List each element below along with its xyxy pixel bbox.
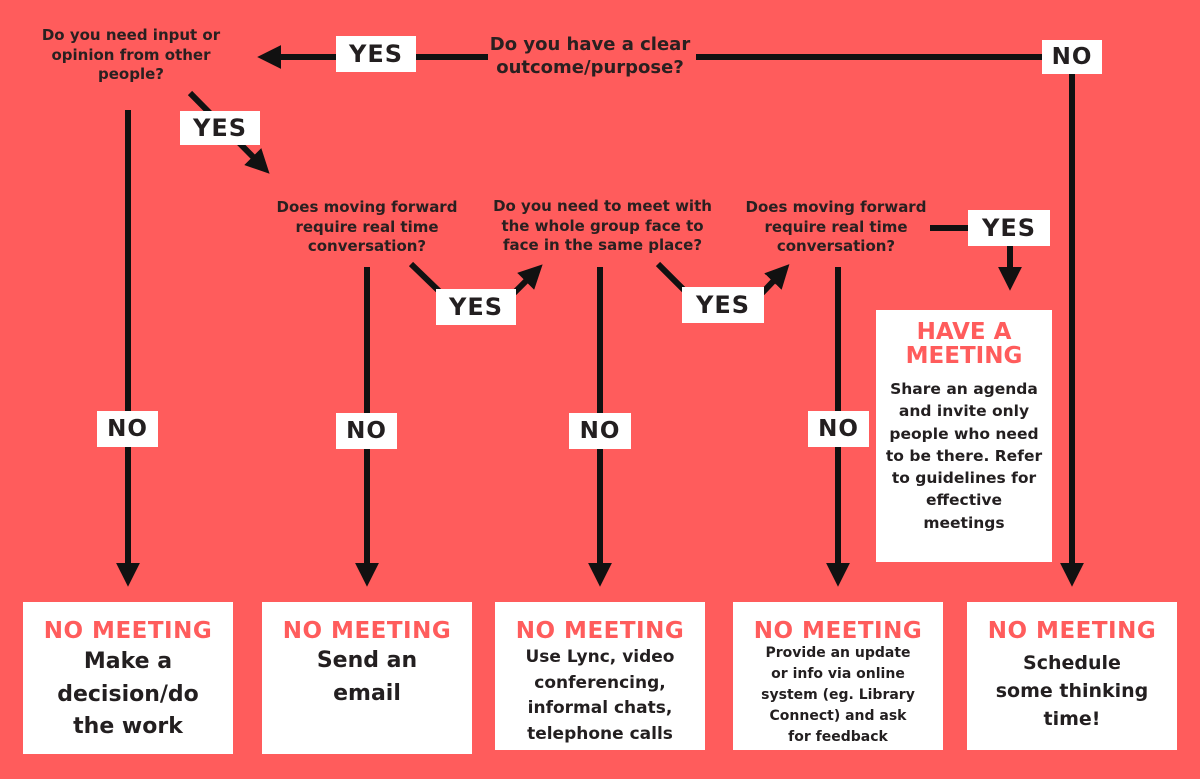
yes-tag-q2: YES bbox=[180, 111, 260, 145]
question-line: require real time bbox=[295, 217, 439, 236]
outcome-send-email: NO MEETING Send an email bbox=[262, 602, 472, 754]
outcome-body: Schedule some thinking time! bbox=[967, 649, 1177, 733]
question-line: the whole group face to bbox=[501, 216, 704, 235]
yes-tag-q1: YES bbox=[336, 36, 416, 72]
no-tag-q4: NO bbox=[569, 413, 631, 449]
yes-tag-q4: YES bbox=[682, 287, 764, 323]
body-line: meetings bbox=[923, 513, 1005, 532]
body-line: effective bbox=[925, 491, 1003, 510]
body-line: people who need bbox=[889, 424, 1039, 443]
outcome-heading: NO MEETING bbox=[282, 618, 452, 644]
have-meeting-body: Share an agenda and invite only people w… bbox=[876, 378, 1052, 534]
question-face-to-face: Do you need to meet with the whole group… bbox=[485, 197, 720, 256]
outcome-schedule-thinking: NO MEETING Schedule some thinking time! bbox=[967, 602, 1177, 750]
no-tag-q5: NO bbox=[808, 411, 869, 447]
question-line: Do you need input or bbox=[41, 26, 221, 44]
outcome-line: Use Lync, video bbox=[525, 647, 675, 667]
outcome-line: conferencing, bbox=[534, 672, 666, 693]
question-line: Do you have a clear bbox=[489, 34, 691, 55]
outcome-heading: NO MEETING bbox=[753, 618, 923, 644]
no-tag-q3: NO bbox=[336, 413, 397, 449]
outcome-body: Use Lync, video conferencing, informal c… bbox=[495, 645, 705, 747]
yes-tag-q5: YES bbox=[968, 210, 1050, 246]
outcome-line: Schedule bbox=[1023, 652, 1121, 674]
no-tag-q1: NO bbox=[1042, 40, 1102, 74]
question-real-time-1: Does moving forward require real time co… bbox=[262, 198, 472, 257]
outcome-body: Send an email bbox=[262, 644, 472, 710]
question-line: people? bbox=[98, 65, 164, 83]
outcome-line: informal chats, bbox=[527, 698, 673, 718]
yes-tag-q3: YES bbox=[436, 289, 516, 325]
outcome-heading: NO MEETING bbox=[43, 618, 213, 644]
question-line: conversation? bbox=[307, 237, 427, 255]
outcome-line: system (eg. Library bbox=[761, 687, 915, 703]
outcome-line: some thinking bbox=[995, 680, 1149, 702]
outcome-line: telephone calls bbox=[527, 723, 673, 744]
outcome-line: time! bbox=[1043, 708, 1101, 730]
body-line: and invite only bbox=[898, 402, 1030, 421]
outcome-line: the work bbox=[73, 714, 183, 739]
heading-line: HAVE A bbox=[916, 319, 1012, 345]
outcome-line: or info via online bbox=[771, 666, 905, 682]
question-line: face in the same place? bbox=[502, 236, 703, 254]
outcome-line: email bbox=[333, 681, 401, 706]
heading-line: MEETING bbox=[905, 343, 1023, 369]
question-line: opinion from other bbox=[51, 45, 211, 64]
outcome-line: decision/do bbox=[57, 681, 199, 707]
question-line: require real time bbox=[764, 217, 908, 236]
arrow-q3-yes bbox=[408, 261, 543, 295]
no-tag-q2: NO bbox=[97, 411, 158, 447]
question-line: outcome/purpose? bbox=[496, 57, 684, 79]
question-line: Does moving forward bbox=[745, 198, 927, 216]
question-line: Does moving forward bbox=[276, 198, 458, 216]
outcome-make-decision: NO MEETING Make a decision/do the work bbox=[23, 602, 233, 754]
outcome-line: Provide an update bbox=[765, 645, 911, 661]
outcome-line: Send an bbox=[316, 648, 418, 673]
body-line: Share an agenda bbox=[890, 380, 1038, 398]
outcome-body: Provide an update or info via online sys… bbox=[733, 643, 943, 748]
question-clear-outcome: Do you have a clear outcome/purpose? bbox=[485, 33, 695, 80]
outcome-use-lync: NO MEETING Use Lync, video conferencing,… bbox=[495, 602, 705, 750]
outcome-line: Make a bbox=[83, 649, 173, 674]
have-meeting-box: HAVE A MEETING Share an agenda and invit… bbox=[876, 310, 1052, 562]
body-line: to be there. Refer bbox=[885, 446, 1043, 465]
outcome-provide-update: NO MEETING Provide an update or info via… bbox=[733, 602, 943, 750]
question-real-time-2: Does moving forward require real time co… bbox=[733, 198, 939, 257]
outcome-body: Make a decision/do the work bbox=[23, 646, 233, 744]
have-meeting-heading: HAVE A MEETING bbox=[876, 320, 1052, 368]
question-line: Do you need to meet with bbox=[493, 197, 712, 215]
outcome-line: Connect) and ask bbox=[769, 708, 907, 724]
outcome-heading: NO MEETING bbox=[987, 618, 1157, 644]
outcome-heading: NO MEETING bbox=[515, 618, 685, 644]
outcome-line: for feedback bbox=[788, 729, 888, 745]
body-line: to guidelines for bbox=[891, 469, 1037, 488]
question-need-input: Do you need input or opinion from other … bbox=[20, 26, 242, 85]
question-line: conversation? bbox=[776, 237, 896, 255]
